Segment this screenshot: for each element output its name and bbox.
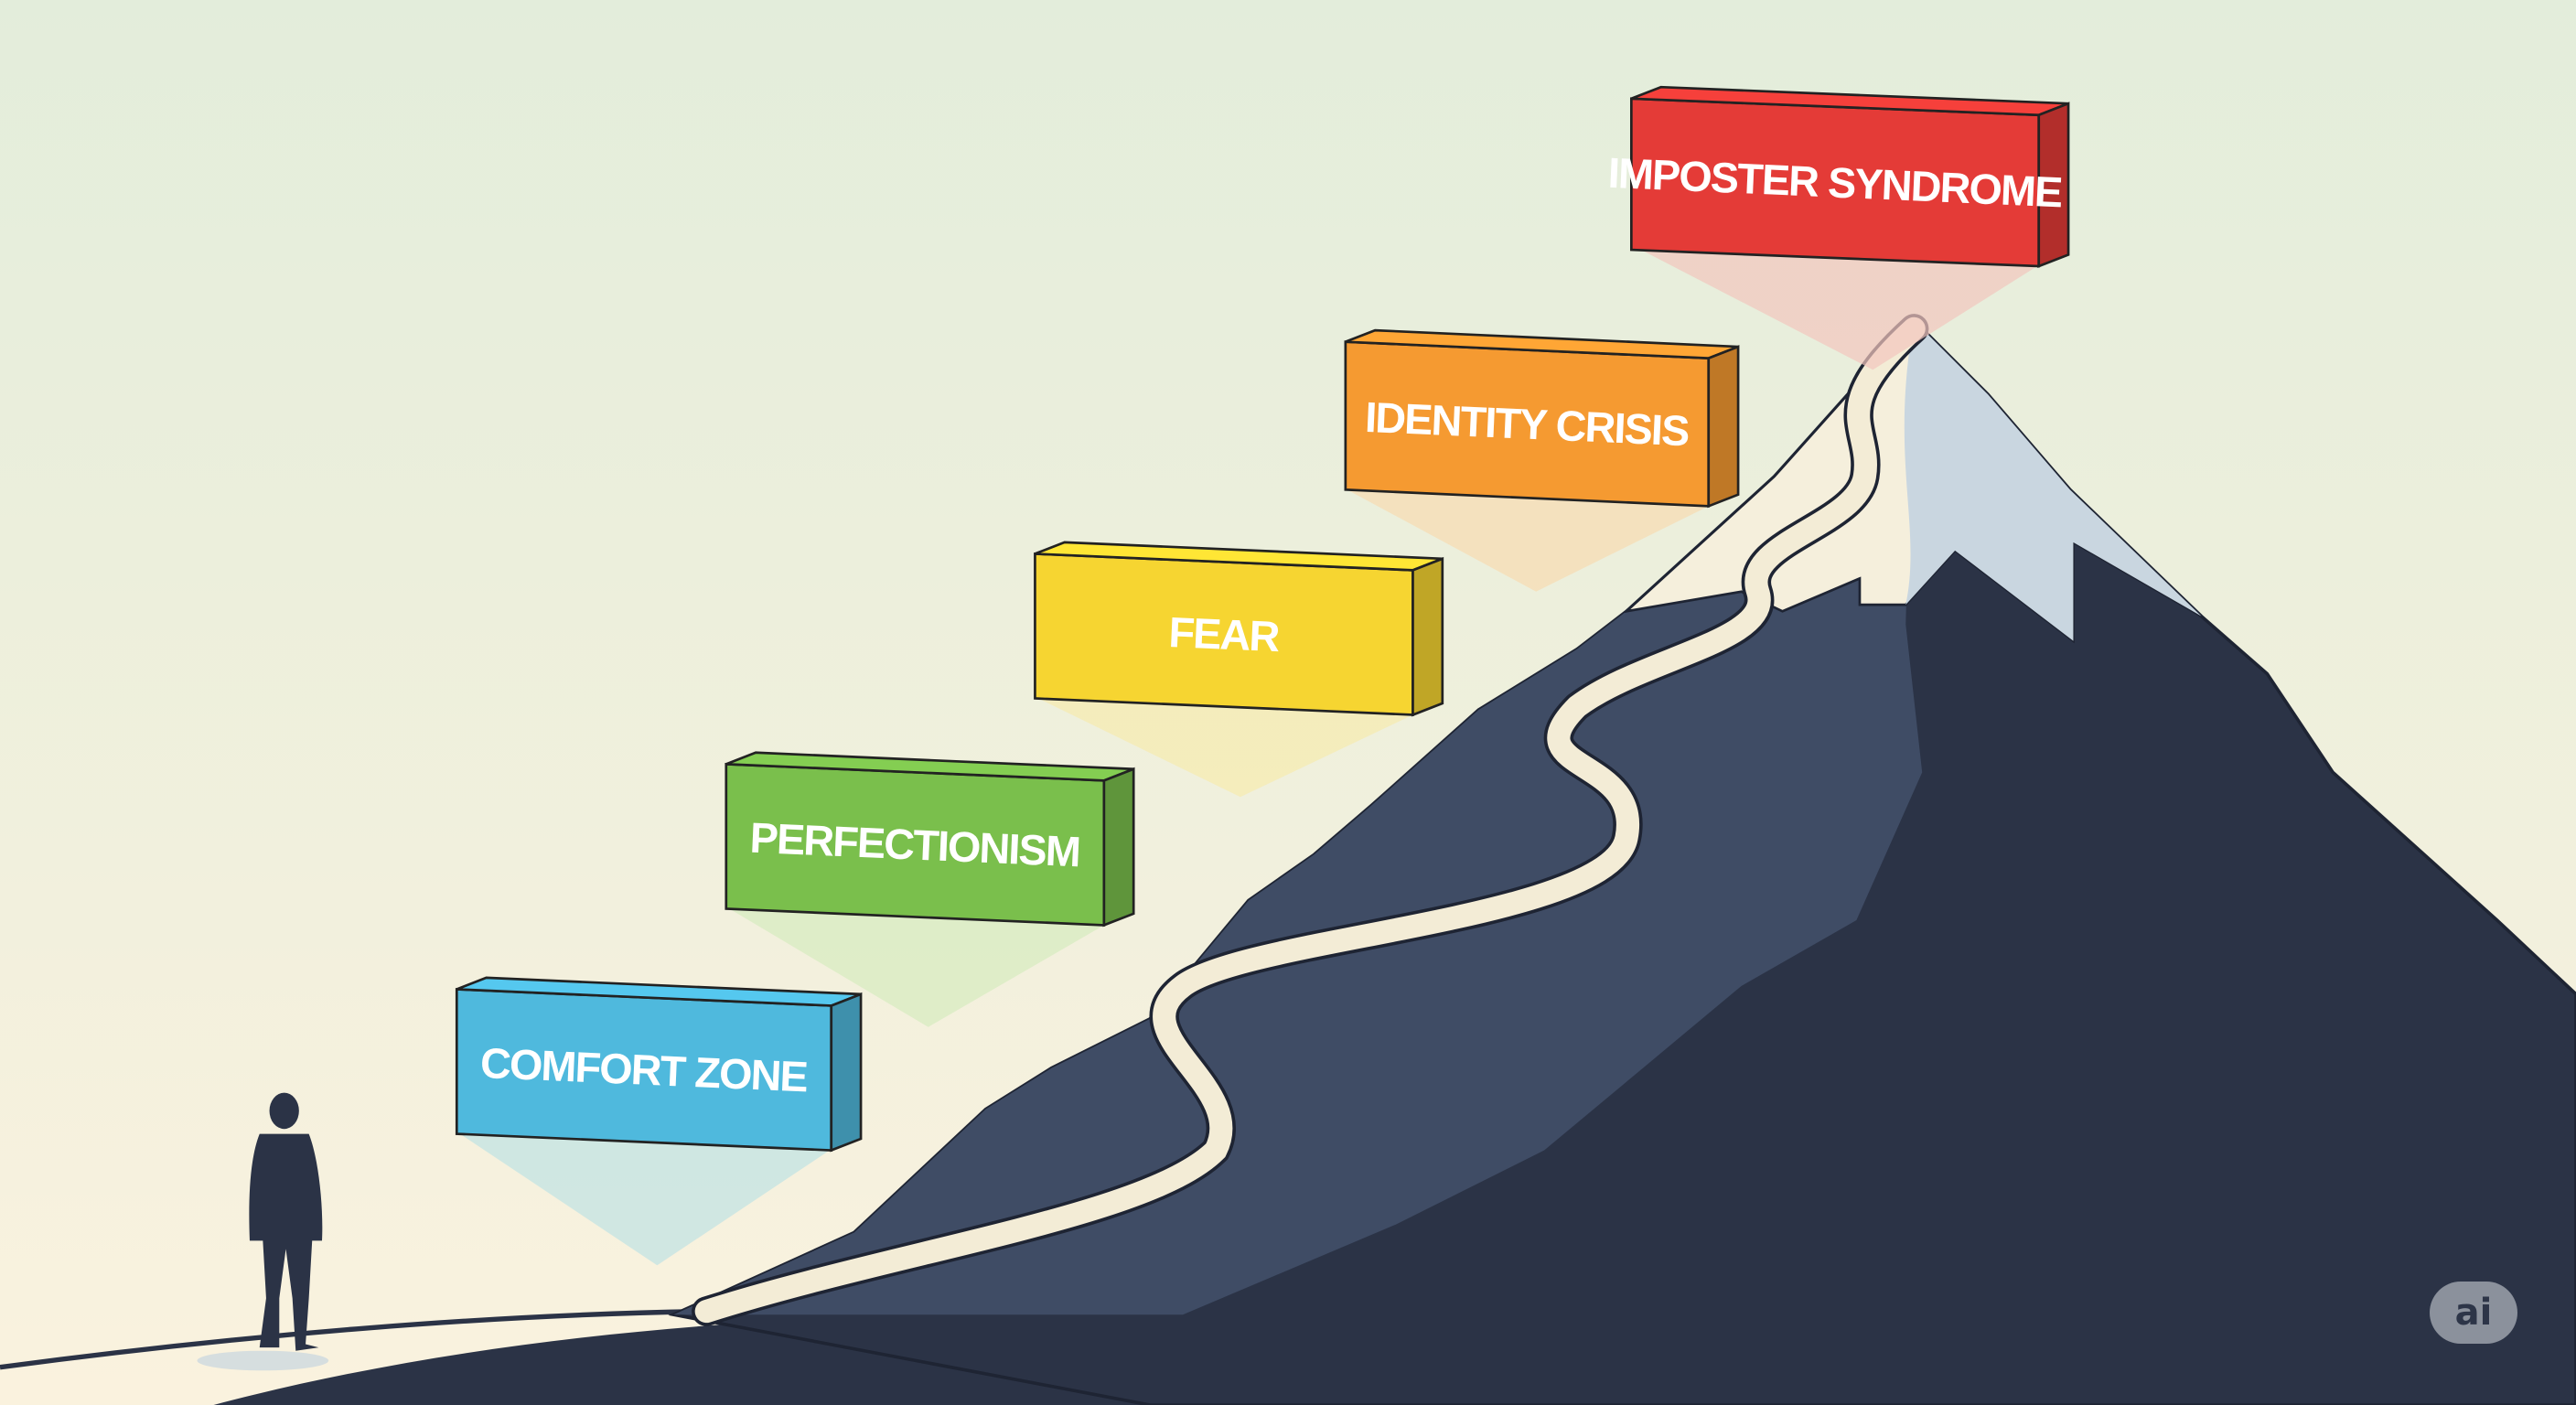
block-side	[1707, 345, 1740, 509]
block-side	[1102, 767, 1135, 928]
ground-line	[0, 1308, 1184, 1370]
beam	[1347, 489, 1709, 592]
step-label: FEAR	[1168, 608, 1281, 660]
step-block-3: FEAR	[1034, 541, 1444, 717]
block-side	[830, 992, 863, 1153]
step-block-5: IMPOSTER SYNDROME	[1607, 85, 2070, 269]
person-silhouette	[249, 1092, 323, 1351]
step-block-2: PERFECTIONISM	[724, 751, 1135, 928]
step-block-1: COMFORT ZONE	[455, 976, 863, 1153]
person-shadow	[197, 1350, 329, 1371]
beam	[1038, 698, 1413, 798]
step-block-4: IDENTITY CRISIS	[1344, 328, 1740, 509]
mountain-lit-face	[673, 320, 1923, 1315]
beam	[459, 1133, 830, 1266]
block-side	[2037, 102, 2070, 269]
beam	[729, 908, 1104, 1027]
block-side	[1411, 556, 1444, 717]
winding-trail	[694, 316, 1926, 1324]
ai-badge: ai	[2430, 1282, 2517, 1344]
snow-cap-shadow	[1904, 320, 2202, 641]
beam	[1634, 246, 2037, 370]
